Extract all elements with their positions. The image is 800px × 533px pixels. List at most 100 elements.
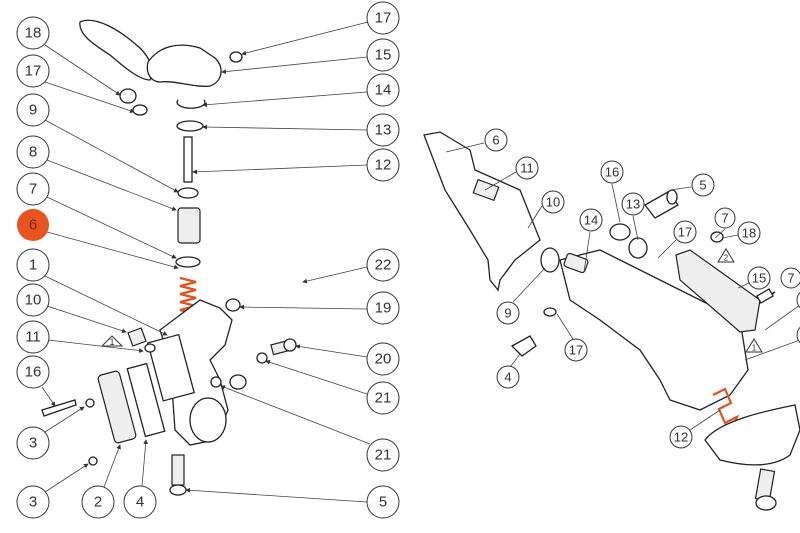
callout-18: 18 xyxy=(16,16,50,50)
warning-marker-1-right: 1 xyxy=(752,344,757,353)
callout-3a: 3 xyxy=(16,426,50,460)
lever-blade xyxy=(79,19,153,81)
svg-text:17: 17 xyxy=(25,63,42,80)
svg-text:18: 18 xyxy=(25,25,42,42)
callout-8: 8 xyxy=(16,135,50,169)
left-leader-lines xyxy=(41,21,371,503)
spring-left xyxy=(179,276,197,316)
lever-right xyxy=(423,131,541,292)
callout-16: 16 xyxy=(16,355,50,389)
svg-text:19: 19 xyxy=(375,300,392,317)
callout-15: 15 xyxy=(366,38,400,72)
svg-text:6: 6 xyxy=(492,133,499,148)
svg-text:8: 8 xyxy=(29,144,37,161)
r-callout-14: 14 xyxy=(579,208,603,232)
callout-9: 9 xyxy=(16,93,50,127)
callout-10: 10 xyxy=(16,283,50,317)
callout-3b: 3 xyxy=(16,485,50,519)
callout-11: 11 xyxy=(16,320,50,354)
svg-text:11: 11 xyxy=(520,161,534,176)
svg-text:17: 17 xyxy=(569,343,583,358)
svg-text:11: 11 xyxy=(25,329,41,346)
svg-text:3: 3 xyxy=(29,435,37,452)
callout-17-r: 17 xyxy=(366,1,400,35)
callout-1: 1 xyxy=(16,248,50,282)
svg-text:20: 20 xyxy=(375,351,392,368)
callout-22: 22 xyxy=(366,248,400,282)
svg-text:2: 2 xyxy=(94,494,102,511)
svg-text:9: 9 xyxy=(29,102,37,119)
r-callout-17b: 17 xyxy=(564,338,588,362)
svg-text:12: 12 xyxy=(674,430,688,445)
svg-text:13: 13 xyxy=(375,122,392,139)
callout-20: 20 xyxy=(366,342,400,376)
callout-13: 13 xyxy=(366,113,400,147)
right-leader-lines xyxy=(445,142,800,431)
svg-text:9: 9 xyxy=(504,306,511,321)
svg-text:12: 12 xyxy=(375,157,392,174)
svg-text:1: 1 xyxy=(29,257,37,274)
svg-text:15: 15 xyxy=(752,271,766,286)
svg-text:18: 18 xyxy=(742,226,756,241)
callout-6-highlighted: 6 xyxy=(17,209,49,241)
svg-text:7: 7 xyxy=(29,181,37,198)
callout-21b: 21 xyxy=(366,438,400,472)
r-callout-cut-b xyxy=(796,326,800,344)
warning-marker-2: 2 xyxy=(724,254,729,263)
callout-7: 7 xyxy=(16,172,50,206)
svg-text:7: 7 xyxy=(787,271,794,286)
svg-text:7: 7 xyxy=(721,211,728,226)
svg-text:13: 13 xyxy=(626,197,640,212)
right-assembly-drawing: 2 1 xyxy=(423,131,800,511)
r-callout-9: 9 xyxy=(496,301,520,325)
svg-text:14: 14 xyxy=(584,213,598,228)
svg-text:10: 10 xyxy=(25,292,42,309)
r-callout-6: 6 xyxy=(484,128,508,152)
r-callout-cut-a xyxy=(796,291,800,309)
r-callout-18: 18 xyxy=(737,221,761,245)
callout-12: 12 xyxy=(366,148,400,182)
svg-text:16: 16 xyxy=(25,364,42,381)
reservoir-cover-right xyxy=(675,249,761,333)
callout-5: 5 xyxy=(366,485,400,519)
r-callout-17a: 17 xyxy=(673,220,697,244)
r-callout-7b: 7 xyxy=(780,267,800,289)
clamp-right xyxy=(704,404,800,466)
svg-text:5: 5 xyxy=(379,494,387,511)
left-assembly-drawing: 1 xyxy=(41,19,340,496)
callout-21a: 21 xyxy=(366,381,400,415)
lever-body xyxy=(146,44,222,87)
svg-text:3: 3 xyxy=(29,494,37,511)
svg-text:16: 16 xyxy=(605,165,619,180)
r-callout-16: 16 xyxy=(600,160,624,184)
callout-14: 14 xyxy=(366,73,400,107)
svg-text:5: 5 xyxy=(699,178,706,193)
master-body-right xyxy=(559,249,749,411)
r-callout-11: 11 xyxy=(515,156,539,180)
r-callout-15: 15 xyxy=(747,266,771,290)
svg-text:4: 4 xyxy=(136,494,144,511)
callout-17: 17 xyxy=(16,54,50,88)
svg-text:6: 6 xyxy=(29,217,37,234)
svg-text:14: 14 xyxy=(375,82,392,99)
svg-text:21: 21 xyxy=(375,447,392,464)
svg-text:4: 4 xyxy=(504,370,511,385)
r-callout-10: 10 xyxy=(541,190,565,214)
callout-19: 19 xyxy=(366,291,400,325)
svg-text:17: 17 xyxy=(678,225,692,240)
r-callout-4: 4 xyxy=(496,365,520,389)
left-callouts: 18 17 9 8 7 6 1 10 11 16 3 3 2 4 17 15 1… xyxy=(16,1,400,519)
callout-2: 2 xyxy=(81,485,115,519)
svg-text:22: 22 xyxy=(375,257,392,274)
r-callout-12: 12 xyxy=(669,425,693,449)
warning-marker-1: 1 xyxy=(109,337,114,347)
r-callout-5: 5 xyxy=(691,173,715,197)
callout-4: 4 xyxy=(123,485,157,519)
svg-text:10: 10 xyxy=(546,195,560,210)
r-callout-13: 13 xyxy=(621,192,645,216)
right-callouts: 6 11 10 14 16 13 5 17 7 18 15 7 9 17 4 1… xyxy=(484,128,800,449)
svg-text:21: 21 xyxy=(375,390,392,407)
r-callout-7a: 7 xyxy=(714,207,736,229)
svg-text:17: 17 xyxy=(375,10,392,27)
